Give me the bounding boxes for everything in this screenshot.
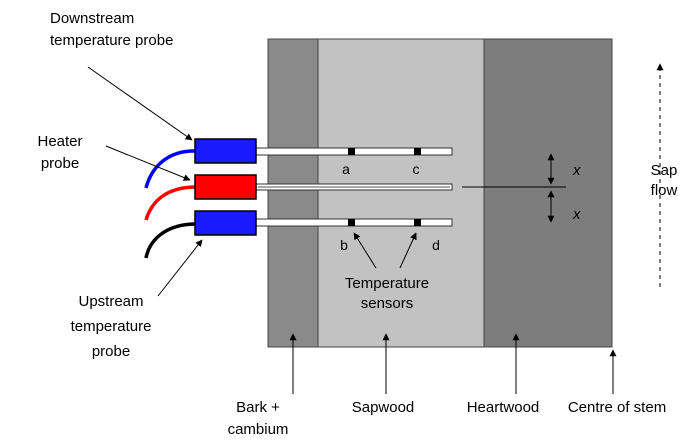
heater-lead-wire bbox=[144, 185, 197, 221]
centre-of-stem-label: Centre of stem bbox=[568, 399, 666, 416]
bark-label-line1: Bark + bbox=[236, 399, 280, 416]
temperature-sensors-arrow-d bbox=[399, 232, 417, 269]
temperature-sensors-label-line2: sensors bbox=[361, 295, 414, 312]
upstream-probe-label-line1: Upstream bbox=[78, 293, 143, 310]
heater-probe-arrow bbox=[105, 145, 191, 181]
sensor-d-marker bbox=[414, 219, 421, 226]
sap-flow-label-line1: Sap bbox=[651, 162, 678, 179]
downstream-probe-arrow bbox=[87, 66, 193, 141]
downstream-probe-label-line1: Downstream bbox=[50, 10, 134, 27]
sap-flow-label-line2: flow bbox=[651, 182, 678, 199]
upstream-probe-label-line2: temperature bbox=[71, 318, 152, 335]
heartwood-zone bbox=[483, 38, 613, 348]
upstream-lead-wire bbox=[144, 222, 197, 259]
sensor-c-label: c bbox=[413, 161, 420, 177]
sapwood-zone bbox=[317, 38, 485, 348]
bark-zone bbox=[267, 38, 319, 348]
heater-probe-label-line1: Heater bbox=[37, 133, 82, 150]
sensor-c-marker bbox=[414, 148, 421, 155]
sapwood-label: Sapwood bbox=[352, 399, 415, 416]
sensor-d-label: d bbox=[432, 237, 440, 253]
sensor-a-marker bbox=[348, 148, 355, 155]
temperature-sensors-arrow-b bbox=[353, 232, 377, 269]
upstream-probe-housing bbox=[194, 210, 257, 236]
distance-x-lower-label: x bbox=[572, 206, 581, 223]
bark-label-line2: cambium bbox=[228, 421, 289, 438]
upstream-probe-arrow bbox=[157, 239, 203, 297]
downstream-probe-housing bbox=[194, 138, 257, 164]
heater-probe-label-line2: probe bbox=[41, 155, 79, 172]
sensor-a-label: a bbox=[342, 161, 350, 177]
downstream-lead-wire bbox=[144, 149, 197, 189]
sensor-b-label: b bbox=[340, 237, 348, 253]
sensor-b-marker bbox=[348, 219, 355, 226]
heater-probe-housing bbox=[194, 174, 257, 200]
heartwood-label: Heartwood bbox=[467, 399, 540, 416]
temperature-sensors-label-line1: Temperature bbox=[345, 275, 429, 292]
upstream-probe-label-line3: probe bbox=[92, 343, 130, 360]
distance-x-upper-label: x bbox=[572, 162, 581, 179]
downstream-probe-label-line2: temperature probe bbox=[50, 32, 173, 49]
